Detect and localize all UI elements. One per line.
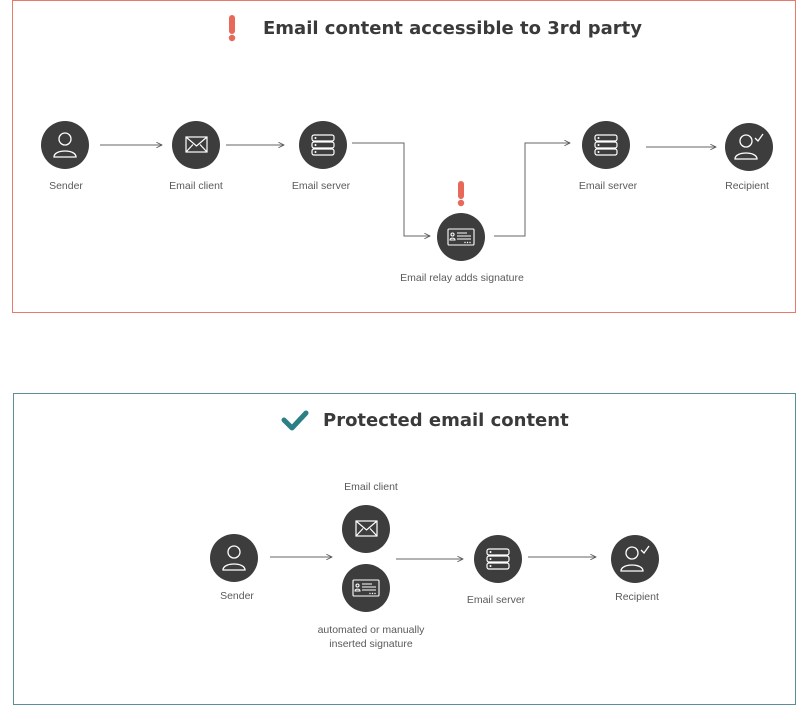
recipient-node xyxy=(725,123,773,171)
email-server-label-2: Email server xyxy=(578,180,638,192)
email-client-node-bottom xyxy=(342,505,390,553)
recipient-node-bottom xyxy=(611,535,659,583)
email-relay-node xyxy=(437,213,485,261)
envelope-icon xyxy=(185,136,208,153)
sender-label: Sender xyxy=(49,180,83,192)
server-icon xyxy=(594,134,618,156)
server-icon xyxy=(311,134,335,156)
email-client-node xyxy=(172,121,220,169)
sender-node-bottom xyxy=(210,534,258,582)
person-check-icon xyxy=(734,133,764,160)
protected-flow-panel xyxy=(13,393,796,705)
email-server-node-2 xyxy=(582,121,630,169)
email-client-label: Email client xyxy=(169,180,223,192)
signature-node-bottom xyxy=(342,564,390,612)
recipient-label-bottom: Recipient xyxy=(615,591,659,603)
sender-node xyxy=(41,121,89,169)
signature-label-line2: inserted signature xyxy=(329,638,413,650)
envelope-icon xyxy=(355,520,378,537)
sender-label-bottom: Sender xyxy=(220,590,254,602)
signature-card-icon xyxy=(447,228,475,246)
signature-label-line1: automated or manually xyxy=(317,624,425,636)
email-server-node xyxy=(299,121,347,169)
panel-title: Email content accessible to 3rd party xyxy=(263,18,643,39)
email-relay-label: Email relay adds signature xyxy=(400,272,524,284)
server-icon xyxy=(486,548,510,570)
signature-card-icon xyxy=(352,579,380,597)
panel-title-bottom: Protected email content xyxy=(323,410,569,431)
recipient-label: Recipient xyxy=(725,180,769,192)
signature-label-bottom: automated or manually inserted signature xyxy=(296,623,446,651)
arrow-relay-to-server xyxy=(494,143,570,237)
email-server-node-bottom xyxy=(474,535,522,583)
email-client-label-bottom: Email client xyxy=(344,481,398,493)
arrow-server-to-relay xyxy=(352,142,430,236)
person-check-icon xyxy=(620,545,650,572)
person-icon xyxy=(222,545,246,571)
email-server-label-bottom: Email server xyxy=(466,594,526,606)
person-icon xyxy=(53,132,77,158)
email-server-label: Email server xyxy=(291,180,351,192)
